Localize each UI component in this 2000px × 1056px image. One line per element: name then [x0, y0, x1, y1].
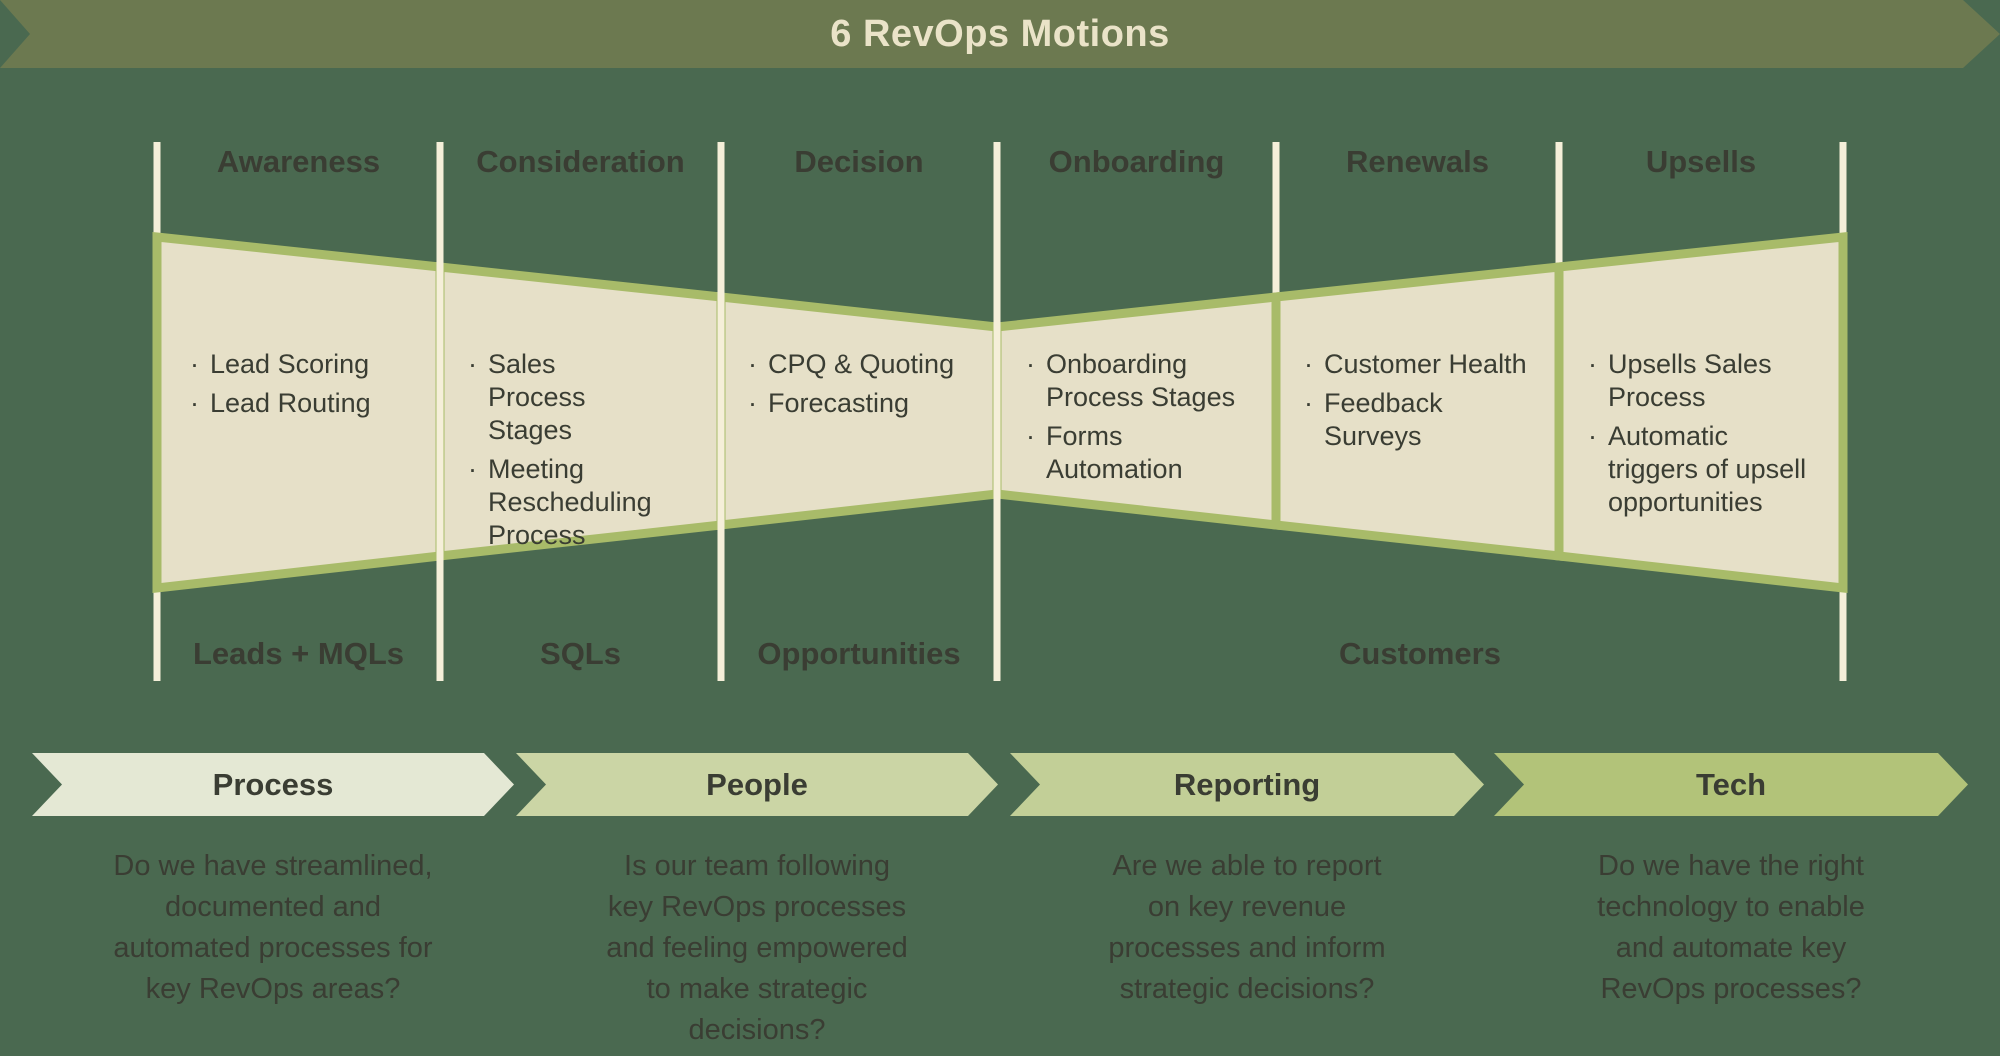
divider-line [717, 142, 725, 681]
stage-items-renewals: ·Customer Health ·Feedback Surveys [1304, 348, 1539, 459]
stage-header-consideration: Consideration [476, 144, 685, 179]
stage-header-awareness: Awareness [216, 144, 381, 179]
bullet-icon: · [1588, 349, 1597, 379]
motion-question-tech: Do we have the right technology to enabl… [1597, 850, 1865, 1005]
pipeline-label-sqls: SQLs [540, 636, 621, 671]
bullet-item: ·Lead Scoring [190, 349, 370, 379]
stage-items-upsells: ·Upsells Sales Process ·Automatic trigge… [1588, 348, 1810, 525]
bullet-item: ·Lead Routing [190, 388, 371, 418]
divider-line [1555, 142, 1563, 272]
page-title: 6 RevOps Motions [830, 13, 1170, 55]
motion-label-process: Process [212, 767, 334, 802]
stage-header-decision: Decision [794, 144, 924, 179]
bullet-item: ·Upsells Sales Process [1588, 349, 1772, 412]
motion-label-tech: Tech [1695, 767, 1767, 802]
bullet-icon: · [190, 349, 199, 379]
motion-label-reporting: Reporting [1173, 767, 1321, 802]
motion-arrow-people [516, 753, 998, 816]
stage-items-awareness: ·Lead Scoring ·Lead Routing [190, 348, 410, 426]
divider-line [436, 142, 444, 681]
bullet-item: ·Forecasting [748, 388, 910, 418]
bullet-item: ·Meeting Rescheduling Process [468, 454, 652, 550]
bullet-icon: · [1026, 421, 1035, 451]
stage-header-renewals: Renewals [1345, 144, 1489, 179]
bullet-item: ·Forms Automation [1026, 421, 1183, 484]
pipeline-label-opportunities: Opportunities [757, 636, 961, 671]
bullet-icon: · [748, 349, 757, 379]
bullet-icon: · [1026, 349, 1035, 379]
stage-items-decision: ·CPQ & Quoting ·Forecasting [748, 348, 968, 426]
pipeline-label-customers: Customers [1339, 636, 1501, 671]
bullet-item: ·Sales Process Stages [468, 349, 586, 445]
bullet-icon: · [748, 388, 757, 418]
bullet-icon: · [190, 388, 199, 418]
motion-label-people: People [706, 767, 808, 802]
motion-arrow-reporting [1010, 753, 1484, 816]
funnel-panel-upsells [1554, 231, 1848, 594]
motion-question-process: Do we have streamlined, documented and a… [113, 850, 433, 1005]
bullet-icon: · [468, 454, 477, 484]
bullet-icon: · [1588, 421, 1597, 451]
stage-header-onboarding: Onboarding [1048, 144, 1225, 179]
motion-question-reporting: Are we able to report on key revenue pro… [1108, 850, 1386, 1005]
motion-question-people: Is our team following key RevOps process… [606, 850, 908, 1046]
bullet-item: ·CPQ & Quoting [748, 349, 955, 379]
bullet-icon: · [1304, 349, 1313, 379]
bullet-item: ·Customer Health [1304, 349, 1527, 379]
banner-ribbon [0, 0, 2000, 68]
motion-arrow-process [32, 753, 514, 816]
divider-line [993, 142, 1001, 681]
divider-line [1272, 142, 1280, 302]
bullet-icon: · [468, 349, 477, 379]
stage-header-upsells: Upsells [1645, 144, 1757, 179]
bullet-icon: · [1304, 388, 1313, 418]
pipeline-label-leads-mqls: Leads + MQLs [192, 636, 405, 671]
bullet-item: ·Onboarding Process Stages [1026, 349, 1236, 412]
bullet-item: ·Feedback Surveys [1304, 388, 1443, 451]
stage-items-consideration: ·Sales Process Stages ·Meeting Reschedul… [468, 348, 653, 558]
stage-items-onboarding: ·Onboarding Process Stages ·Forms Automa… [1026, 348, 1251, 492]
bullet-item: ·Automatic triggers of upsell opportunit… [1588, 421, 1807, 517]
motion-arrow-tech [1494, 753, 1968, 816]
